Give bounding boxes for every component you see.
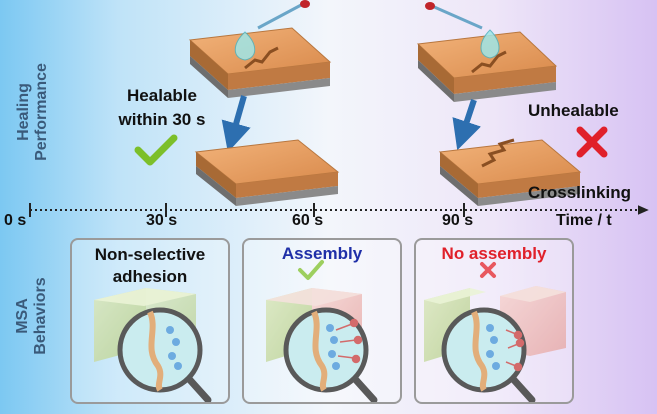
healing-label-line1: Healing <box>15 83 32 141</box>
msa-panel-no-assembly: No assembly <box>414 238 574 404</box>
msa-label-line1: MSA <box>14 298 31 334</box>
msa-panel-3-illustration <box>424 286 566 404</box>
unhealed-material-block <box>438 138 582 206</box>
healed-material-block <box>194 139 340 206</box>
panel1-title-line1: Non-selective <box>94 245 206 264</box>
panel1-title: Non-selective adhesion <box>72 244 228 288</box>
healable-line1: Healable <box>127 86 197 105</box>
panel3-title: No assembly <box>441 244 547 263</box>
cross-icon-no-assembly <box>480 262 496 278</box>
msa-behaviors-section-label: MSA Behaviors <box>14 266 54 366</box>
tick-label-60s: 60 s <box>292 212 324 229</box>
tick-label-90s: 90 s <box>442 212 474 229</box>
arrow-down-1 <box>221 95 251 153</box>
healable-line2: within 30 s <box>118 110 206 129</box>
time-axis-label: Time / t <box>556 212 612 229</box>
crosslinking-label: Crosslinking <box>528 183 631 202</box>
msa-panel-non-selective: Non-selective adhesion <box>70 238 230 404</box>
msa-panel-assembly: Assembly <box>242 238 402 404</box>
healing-performance-section-label: Healing Performance <box>15 52 55 172</box>
msa-label-line2: Behaviors <box>32 277 49 355</box>
unhealable-label: Unhealable <box>528 101 619 120</box>
tick-label-30s: 30 s <box>146 212 178 229</box>
dropper-icon-2 <box>425 2 500 59</box>
check-icon-assembly <box>298 260 324 280</box>
msa-panel-2-illustration <box>266 288 378 404</box>
dropper-icon-1 <box>234 0 310 61</box>
cracked-material-block-1 <box>188 27 332 98</box>
msa-panel-1-illustration <box>94 288 212 404</box>
healable-label: Healable within 30 s <box>102 84 222 132</box>
arrow-down-2 <box>452 99 481 151</box>
panel2-title: Assembly <box>281 244 363 263</box>
cross-icon-unhealable <box>576 126 608 158</box>
tick-label-0s: 0 s <box>4 212 27 229</box>
panel1-title-line2: adhesion <box>112 267 188 286</box>
check-icon-healable <box>134 134 178 166</box>
healing-label-line2: Performance <box>33 63 50 161</box>
